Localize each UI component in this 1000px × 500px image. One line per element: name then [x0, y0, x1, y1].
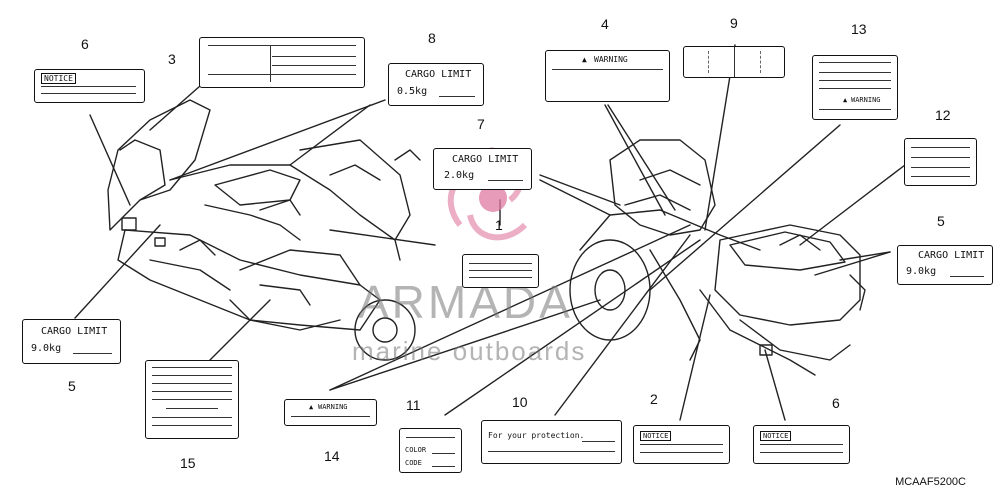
cargo-limit-text: CARGO LIMIT [41, 326, 108, 337]
watermark-subtitle: marine outboards [352, 336, 587, 366]
callout-11: 11 [406, 397, 421, 413]
cargo-limit-value: 0.5kg [397, 86, 428, 97]
cargo-limit-value: 9.0kg [906, 266, 937, 277]
label-1 [462, 254, 539, 288]
cargo-limit-label-8: CARGO LIMIT 0.5kg [388, 63, 484, 106]
warning-label-4: ▲ WARNING [545, 50, 670, 102]
callout-2: 2 [650, 391, 658, 407]
warning-icon: ▲ [582, 55, 587, 64]
label-3 [199, 37, 365, 88]
callout-3: 3 [168, 51, 176, 67]
cargo-limit-value: 9.0kg [31, 343, 62, 354]
callout-4: 4 [601, 16, 609, 32]
callout-1: 1 [495, 217, 503, 233]
callout-13: 13 [851, 21, 867, 37]
color-text: COLOR [405, 446, 427, 454]
callout-10: 10 [512, 394, 528, 410]
notice-label-6-right: NOTICE [753, 425, 850, 464]
cargo-limit-value: 2.0kg [444, 170, 475, 181]
warning-label-13: ▲ WARNING [812, 55, 898, 120]
warning-text: WARNING [594, 55, 628, 64]
cargo-limit-text: CARGO LIMIT [452, 154, 519, 165]
label-12 [904, 138, 977, 186]
protection-text: For your protection. [488, 431, 585, 440]
notice-text: NOTICE [760, 431, 792, 441]
notice-text: NOTICE [41, 73, 76, 84]
warning-text: WARNING [851, 96, 881, 104]
code-text: CODE [405, 459, 422, 467]
callout-14: 14 [324, 448, 340, 464]
notice-label-6-left: NOTICE [34, 69, 145, 103]
cargo-limit-label-5-right: CARGO LIMIT 9.0kg [897, 245, 993, 285]
callout-5-right: 5 [937, 213, 945, 229]
callout-8: 8 [428, 30, 436, 46]
label-9 [683, 46, 785, 78]
cargo-limit-label-7: CARGO LIMIT 2.0kg [433, 148, 532, 190]
callout-15: 15 [180, 455, 196, 471]
warning-label-14: ▲ WARNING [284, 399, 377, 426]
warning-icon: ▲ [309, 403, 314, 411]
warning-text: WARNING [318, 403, 348, 411]
cargo-limit-text: CARGO LIMIT [918, 250, 985, 261]
warning-icon: ▲ [843, 96, 848, 104]
callout-12: 12 [935, 107, 951, 123]
notice-label-2: NOTICE [633, 425, 730, 464]
protection-label-10: For your protection. [481, 420, 622, 464]
diagram-reference-code: MCAAF5200C [895, 476, 966, 488]
callout-6-right: 6 [832, 395, 840, 411]
callout-7: 7 [477, 116, 485, 132]
cargo-limit-label-5-left: CARGO LIMIT 9.0kg [22, 319, 121, 364]
notice-text: NOTICE [640, 431, 672, 441]
color-code-label-11: COLOR CODE [399, 428, 462, 473]
callout-9: 9 [730, 15, 738, 31]
callout-5-left: 5 [68, 378, 76, 394]
label-15 [145, 360, 239, 439]
callout-6-left: 6 [81, 36, 89, 52]
cargo-limit-text: CARGO LIMIT [405, 69, 472, 80]
